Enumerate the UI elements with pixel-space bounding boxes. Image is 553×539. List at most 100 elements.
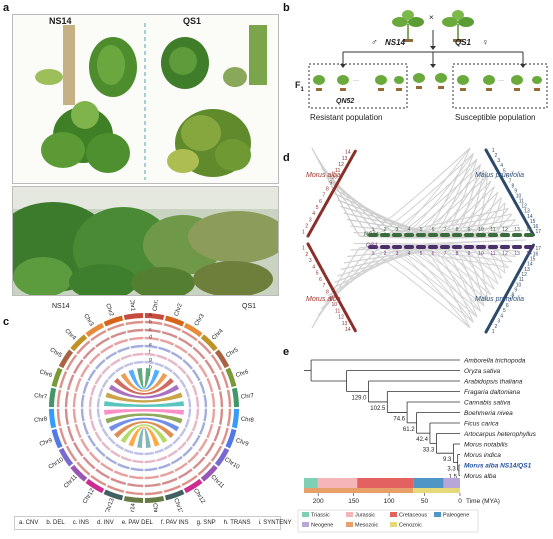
chromosome-number: 13 [342,156,348,162]
chromosome-number: 8 [512,293,515,299]
circos-label-ns14: NS14 [52,303,70,310]
chromosome-label: Chr5 [225,347,240,359]
track-ring [65,354,78,371]
period-bar [413,478,444,488]
chromosome-number: 17 [536,246,542,252]
qs1-chromosome-number: 13 [514,251,520,257]
ring-letter: a [149,312,152,318]
chromosome-label: Chr13 [105,497,116,512]
chromosome-label: Chr11 [63,474,79,490]
track-ring [123,362,134,368]
track-ring [72,442,84,457]
chromosome-number: 4 [500,163,503,169]
chromosome-number: 6 [319,199,322,205]
susceptible-population-label: Susceptible population [455,113,536,122]
legend-label: Neogene [311,523,333,529]
species-label: Arabidopsis thaliana [463,379,523,386]
malus-top-label: Malus prunifolia [475,172,525,179]
qs1-chromosome-number: 1 [372,251,375,257]
ns14-chromosome [368,233,378,237]
qs1-chromosome [488,245,498,249]
ns14-track-label: NS14 [364,232,380,238]
legend-swatch [390,522,397,527]
ns14-chromosome-number: 10 [478,227,484,233]
axis-tick-label: 200 [313,498,324,505]
malus-chromosome [504,290,510,298]
track-ring [110,477,127,486]
track-ring [192,456,206,470]
ns14-chromosome-number: 4 [408,227,411,233]
ns14-chromosome [392,233,402,237]
synteny-link [449,247,481,312]
track-ring [210,354,223,371]
synteny-link [369,153,474,237]
qs1-chromosome-number: 10 [478,251,484,257]
chromosome-label: Chr4 [63,328,77,342]
track-ring [106,484,125,493]
chromosome-number: 1 [302,246,305,252]
ns14-chromosome [404,233,414,237]
qs1-chromosome-number: 6 [432,251,435,257]
f1-label: F1 [295,80,304,93]
malus-chromosome [492,163,499,171]
chromosome-number: 11 [519,277,524,283]
chromosome-number: 12 [338,162,344,168]
legend-label: Cretaceous [399,513,427,519]
track-ring [101,365,111,375]
malus-chromosome [501,178,507,186]
chromosome-number: 7 [509,298,512,304]
ns14-chromosome [464,233,474,237]
track-ring [123,448,134,454]
malus-chromosome [515,269,521,277]
panel-label-c: c [3,316,10,328]
parent-label-qs1: QS1 [455,38,472,47]
chromosome-ideogram [231,387,239,408]
morus-chromosome [313,217,320,226]
morus-chromosome [330,186,337,195]
chromosome-label: Chr14 [129,502,137,512]
synteny-ribbon [108,384,180,399]
track-ring [56,408,62,427]
chromosome-label: Chr3 [194,313,206,328]
track-ring [144,451,155,456]
qs1-chromosome [524,245,534,249]
chromosome-label: Chr10 [223,457,241,471]
track-ring [191,434,201,447]
track-ring [144,459,156,464]
morus-chromosome [340,168,347,177]
track-ring [204,359,216,374]
malus-chromosome [495,305,502,313]
track-ring [107,371,116,380]
track-ring [94,358,106,370]
ring-letter: d [149,335,152,341]
legend-label: Mesozoic [355,523,378,529]
track-ring [80,364,90,378]
chromosome-label: Chr8 [34,416,48,423]
chromosome-number: 3 [309,217,312,223]
qs1-chromosome [416,245,426,249]
track-ring [114,443,125,451]
track-ring [177,441,187,451]
track-ring [159,470,175,478]
chromosome-number: 10 [516,282,522,288]
chromosome-ideogram [200,464,218,482]
chromosome-ideogram [200,334,218,352]
track-ring [144,344,158,349]
period-legend-box [297,509,479,533]
track-ring [130,344,144,349]
malus-chromosome [512,199,518,207]
morus-chromosome [316,261,323,270]
ns14-chromosome [452,233,462,237]
track-ring [210,445,223,462]
track-ring [74,423,82,439]
ring-letter: e [149,342,152,348]
track-ring [95,336,110,348]
track-ring [100,344,114,354]
track-ring [213,425,222,442]
chromosome-number: 2 [495,153,498,159]
track-ring [206,377,214,393]
track-ring [110,449,121,458]
circos-legend-item: g. SNP [196,520,216,526]
circos-legend-item: c. INS [72,520,90,526]
track-ring [197,340,212,355]
